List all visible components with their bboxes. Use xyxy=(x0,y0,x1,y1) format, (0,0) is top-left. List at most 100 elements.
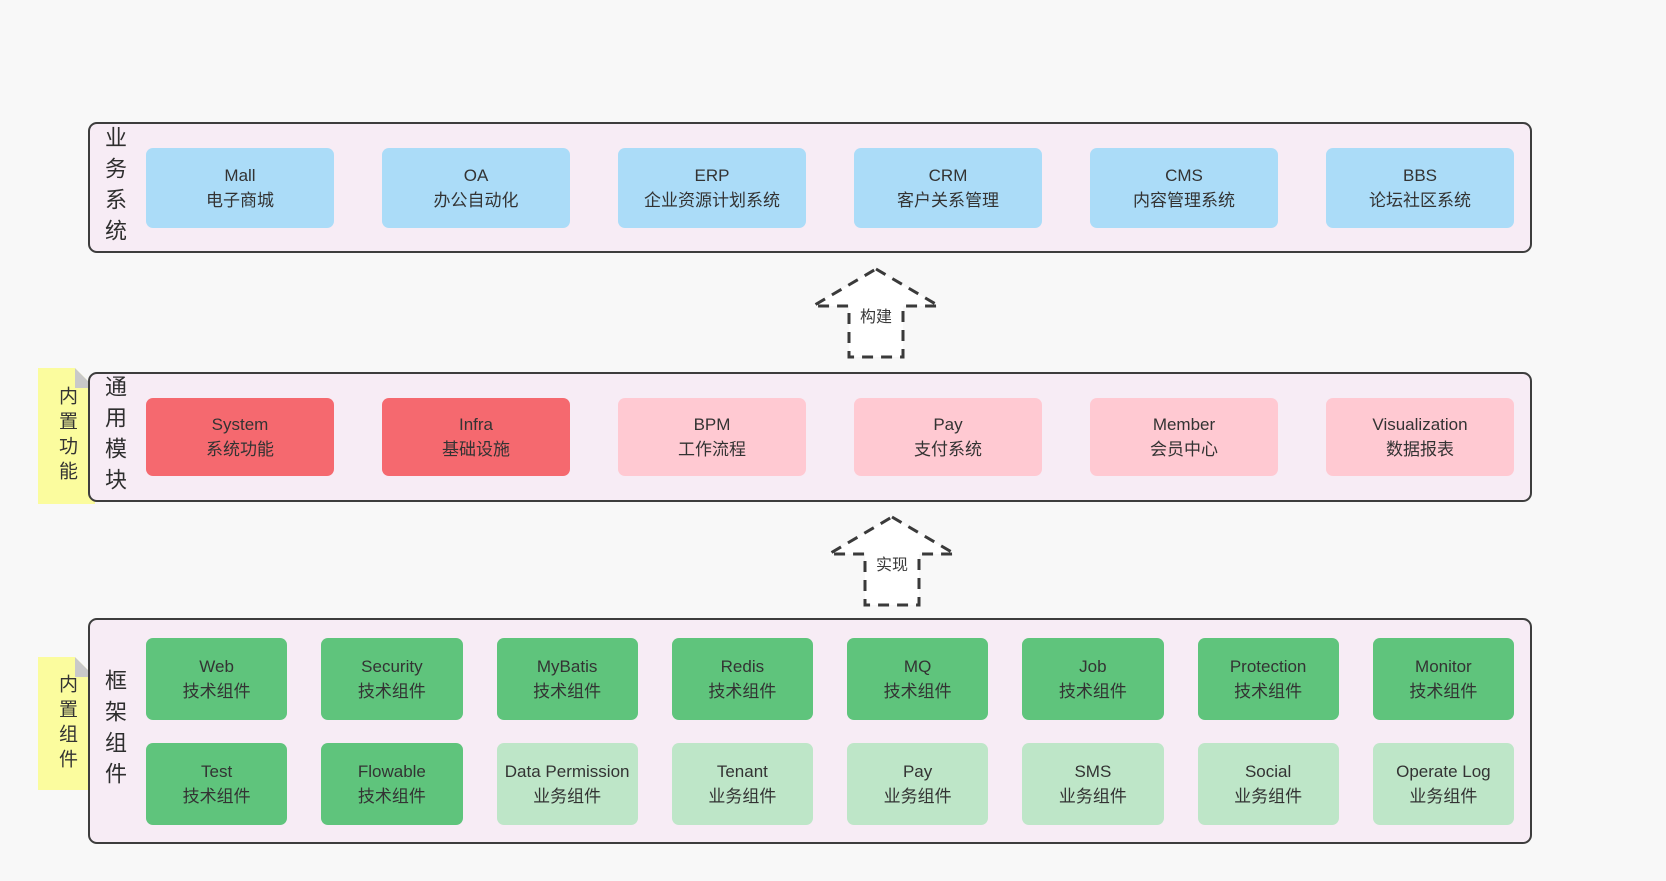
box-subtitle: 基础设施 xyxy=(442,440,510,459)
box-title: Operate Log xyxy=(1396,761,1491,781)
sticky-note-label: 内置组件 xyxy=(56,673,77,774)
box-title: Pay xyxy=(933,415,963,434)
box-subtitle: 业务组件 xyxy=(708,786,777,806)
box-erp: ERP 企业资源计划系统 xyxy=(618,147,806,228)
box-title: Job xyxy=(1079,656,1107,676)
box-monitor: Monitor 技术组件 xyxy=(1372,637,1514,720)
box-protection: Protection 技术组件 xyxy=(1197,637,1339,720)
box-title: Data Permission xyxy=(504,761,630,781)
box-operate-log: Operate Log 业务组件 xyxy=(1372,742,1514,825)
box-title: Tenant xyxy=(716,761,768,781)
box-web: Web 技术组件 xyxy=(146,637,288,720)
box-title: OA xyxy=(463,165,489,185)
box-subtitle: 数据报表 xyxy=(1386,440,1454,459)
sticky-note-builtin-features: 内置功能 xyxy=(38,368,95,504)
box-title: Infra xyxy=(458,415,494,434)
box-system: System 系统功能 xyxy=(146,398,334,476)
sticky-note-builtin-components: 内置组件 xyxy=(38,657,95,790)
box-subtitle: 论坛社区系统 xyxy=(1369,190,1471,210)
box-subtitle: 办公自动化 xyxy=(433,190,519,210)
layer-common-modules: 通用模块 System 系统功能 Infra 基础设施 BPM 工作流程 Pay 支付系统 Me… xyxy=(88,372,1532,502)
box-bpm: BPM 工作流程 xyxy=(618,398,806,476)
implement-arrow: 实现 xyxy=(825,514,959,608)
box-subtitle: 业务组件 xyxy=(1409,786,1478,806)
box-title: BPM xyxy=(693,415,731,434)
box-title: BBS xyxy=(1402,165,1438,185)
box-subtitle: 技术组件 xyxy=(883,681,952,701)
box-tenant: Tenant 业务组件 xyxy=(671,742,813,825)
box-title: MyBatis xyxy=(536,656,598,676)
box-title: Test xyxy=(201,761,233,781)
box-subtitle: 技术组件 xyxy=(1058,681,1127,701)
box-subtitle: 技术组件 xyxy=(357,786,426,806)
box-infra: Infra 基础设施 xyxy=(382,398,570,476)
box-title: CRM xyxy=(928,165,968,185)
box-title: Security xyxy=(361,656,423,676)
box-title: Member xyxy=(1152,415,1216,434)
box-subtitle: 支付系统 xyxy=(914,440,982,459)
box-title: Social xyxy=(1244,761,1292,781)
box-mall: Mall 电子商城 xyxy=(146,147,334,228)
box-subtitle: 技术组件 xyxy=(357,681,426,701)
box-title: MQ xyxy=(903,656,932,676)
box-sms: SMS 业务组件 xyxy=(1022,742,1164,825)
box-subtitle: 企业资源计划系统 xyxy=(644,190,780,210)
box-title: Mall xyxy=(224,165,256,185)
box-mybatis: MyBatis 技术组件 xyxy=(496,637,638,720)
box-subtitle: 技术组件 xyxy=(1234,681,1303,701)
box-test: Test 技术组件 xyxy=(146,742,288,825)
box-security: Security 技术组件 xyxy=(321,637,463,720)
box-subtitle: 技术组件 xyxy=(182,786,251,806)
box-title: SMS xyxy=(1074,761,1112,781)
box-title: Visualization xyxy=(1372,415,1468,434)
box-title: System xyxy=(211,415,269,434)
implement-arrow-label: 实现 xyxy=(871,549,913,576)
layer-label-framework-components: 框架组件 xyxy=(102,669,127,793)
box-subtitle: 内容管理系统 xyxy=(1133,190,1235,210)
box-flowable: Flowable 技术组件 xyxy=(321,742,463,825)
box-redis: Redis 技术组件 xyxy=(671,637,813,720)
box-subtitle: 电子商城 xyxy=(206,190,274,210)
sticky-note-label: 内置功能 xyxy=(56,386,77,486)
box-bbs: BBS 论坛社区系统 xyxy=(1326,147,1514,228)
box-subtitle: 业务组件 xyxy=(1058,786,1127,806)
box-oa: OA 办公自动化 xyxy=(382,147,570,228)
box-subtitle: 技术组件 xyxy=(533,681,602,701)
box-mq: MQ 技术组件 xyxy=(847,637,989,720)
box-visualization: Visualization 数据报表 xyxy=(1326,398,1514,476)
box-title: CMS xyxy=(1165,165,1203,185)
box-pay: Pay 支付系统 xyxy=(854,398,1042,476)
common-modules-row: System 系统功能 Infra 基础设施 BPM 工作流程 Pay 支付系统 Member 会… xyxy=(146,398,1514,476)
box-subtitle: 会员中心 xyxy=(1150,440,1218,459)
box-subtitle: 业务组件 xyxy=(533,786,602,806)
box-member: Member 会员中心 xyxy=(1090,398,1278,476)
box-data-permission: Data Permission 业务组件 xyxy=(496,742,638,825)
box-pay: Pay 业务组件 xyxy=(847,742,989,825)
box-title: Redis xyxy=(720,656,765,676)
layer-label-business-systems: 业务系统 xyxy=(102,125,127,250)
box-title: Protection xyxy=(1229,656,1307,676)
box-subtitle: 技术组件 xyxy=(708,681,777,701)
build-arrow-label: 构建 xyxy=(855,301,897,328)
box-title: Web xyxy=(199,656,234,676)
box-subtitle: 业务组件 xyxy=(883,786,952,806)
box-title: Flowable xyxy=(357,761,426,781)
layer-label-common-modules: 通用模块 xyxy=(102,375,127,499)
box-subtitle: 技术组件 xyxy=(182,681,251,701)
box-subtitle: 工作流程 xyxy=(678,440,746,459)
box-title: ERP xyxy=(694,165,730,185)
box-subtitle: 技术组件 xyxy=(1409,681,1478,701)
box-job: Job 技术组件 xyxy=(1022,637,1164,720)
build-arrow: 构建 xyxy=(809,266,943,360)
box-title: Pay xyxy=(902,761,933,781)
box-title: Monitor xyxy=(1415,656,1472,676)
box-subtitle: 业务组件 xyxy=(1234,786,1303,806)
box-subtitle: 系统功能 xyxy=(206,440,274,459)
